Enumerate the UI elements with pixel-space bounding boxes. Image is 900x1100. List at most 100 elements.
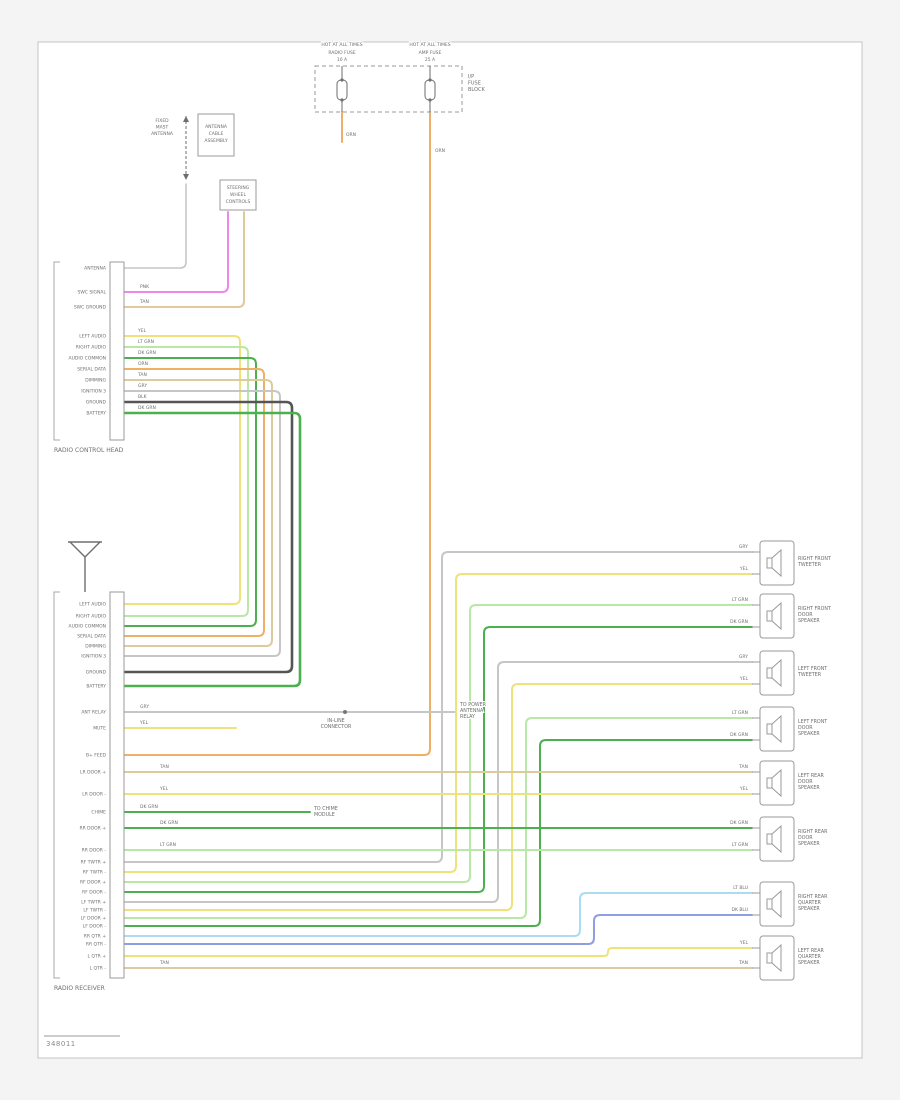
wire-color-label: YEL — [739, 566, 749, 572]
antenna-module-label: CABLE — [209, 131, 224, 137]
receiver-pin-label: DIMMING — [85, 644, 106, 650]
wire-rf-twtr-pos — [123, 551, 753, 863]
wire-color-label: TAN — [159, 960, 169, 966]
mast-label: MAST — [156, 125, 169, 131]
speaker-name: RIGHT REAR — [798, 894, 828, 900]
receiver-pin-label: L QTR + — [87, 954, 106, 960]
receiver-pin-label: MUTE — [93, 726, 106, 732]
control-bracket — [53, 261, 60, 441]
wire-antenna-coax — [123, 183, 187, 269]
wire-rf-twtr-neg — [123, 573, 753, 873]
control-pin-label: RIGHT AUDIO — [76, 345, 107, 351]
wire-color-label: DK GRN — [138, 350, 156, 356]
speaker-name: LEFT REAR — [798, 948, 824, 954]
receiver-pin-label: LF TWTR - — [83, 908, 106, 914]
speaker-name: LEFT FRONT — [798, 719, 827, 725]
wire-color-label: YEL — [739, 940, 749, 946]
control-block — [109, 261, 125, 441]
receiver-pin-label: CHIME — [91, 810, 106, 816]
wire-color-label: YEL — [137, 328, 147, 334]
speaker-name: RIGHT REAR — [798, 829, 828, 835]
receiver-pin-label: RF TWTR + — [81, 860, 107, 866]
inline-label: MODULE — [314, 812, 335, 818]
wire-lf-door-pos — [123, 717, 753, 919]
speaker-icon — [766, 833, 773, 845]
fuse-symbol — [424, 79, 436, 101]
speaker-name: RIGHT FRONT — [798, 556, 831, 562]
swc-label: STEERING — [227, 185, 250, 191]
footer-code: 348011 — [46, 1040, 76, 1048]
receiver-pin-label: LR DOOR - — [82, 792, 106, 798]
receiver-label: RADIO RECEIVER — [54, 985, 105, 992]
wire-color-label: YEL — [739, 786, 749, 792]
receiver-pin-label: GROUND — [86, 670, 107, 676]
receiver-pin-label: LF DOOR + — [81, 916, 107, 922]
speaker-icon — [766, 723, 773, 735]
wire-ground — [122, 400, 294, 674]
inline-label: RELAY — [460, 714, 475, 720]
wire-color-label: ORN — [435, 148, 445, 154]
arrowhead-down-icon — [183, 174, 189, 180]
receiver-pin-label: B+ FEED — [86, 753, 107, 759]
speaker-name: SPEAKER — [798, 618, 820, 624]
wire-color-label: DK GRN — [138, 405, 156, 411]
receiver-pin-label: LF TWTR + — [81, 900, 106, 906]
fuse-block-label: I/P — [468, 74, 474, 80]
speaker-icon — [766, 898, 773, 910]
antenna-module-label: ASSEMBLY — [204, 138, 228, 144]
wire-audio-left — [123, 335, 241, 605]
receiver-pin-label: RR DOOR - — [82, 848, 107, 854]
wire-color-label: LT GRN — [732, 710, 748, 716]
wire-battery — [122, 411, 302, 688]
speaker-icon — [766, 952, 773, 964]
fuse-terminal — [428, 78, 432, 82]
control-pin-label: BATTERY — [86, 411, 106, 417]
fuse-block-outline — [314, 65, 463, 113]
wire-color-label: ORN — [346, 132, 356, 138]
swc-label: WHEEL — [230, 192, 247, 198]
wire-rr-qtr-neg — [123, 914, 753, 945]
wire-color-label: YEL — [739, 676, 749, 682]
antenna-module-box — [197, 113, 235, 157]
speaker-name: SPEAKER — [798, 906, 820, 912]
wire-color-label: TAN — [738, 764, 748, 770]
control-pin-label: SWC SIGNAL — [77, 290, 106, 296]
control-pin-label: ANTENNA — [84, 266, 107, 272]
wire-color-label: LT GRN — [732, 842, 748, 848]
wire-color-label: GRY — [739, 544, 748, 550]
wire-color-label: TAN — [159, 764, 169, 770]
swc-box — [219, 179, 257, 211]
fuse-block-label: BLOCK — [468, 87, 485, 93]
receiver-pin-label: LR DOOR + — [80, 770, 106, 776]
wire-rr-qtr-pos — [123, 892, 753, 937]
wire-color-label: GRY — [140, 704, 149, 710]
receiver-pin-label: RF DOOR + — [80, 880, 106, 886]
fuse-hot-label: HOT AT ALL TIMES — [321, 42, 362, 48]
speaker-name: QUARTER — [798, 900, 822, 906]
control-pin-label: SWC GROUND — [74, 305, 107, 311]
speaker-icon — [766, 667, 773, 679]
junction-dot — [343, 710, 347, 714]
wire-rf-door-pos — [123, 604, 753, 883]
wire-color-label: ORN — [138, 361, 148, 367]
speaker-icon — [771, 601, 782, 631]
wire-l-qtr-pos — [123, 947, 753, 957]
wire-color-label: YEL — [139, 720, 149, 726]
inline-label: TO CHIME — [313, 806, 338, 812]
speaker-icon — [766, 777, 773, 789]
inline-label: TO POWER — [459, 702, 487, 708]
wire-serial-data — [123, 368, 265, 637]
speaker-name: QUARTER — [798, 954, 822, 960]
fuse-symbol — [336, 79, 348, 101]
wire-audio-common — [123, 357, 257, 627]
receiver-pin-label: AUDIO COMMON — [69, 624, 107, 630]
receiver-bracket — [53, 591, 60, 979]
wire-lf-door-neg — [123, 739, 753, 927]
speaker-name: SPEAKER — [798, 841, 820, 847]
speaker-name: TWEETER — [797, 562, 822, 568]
wire-color-label: DK GRN — [160, 820, 178, 826]
wire-color-label: TAN — [738, 960, 748, 966]
wire-color-label: LT BLU — [733, 885, 748, 891]
fuse-rating: 25 A — [425, 57, 436, 63]
